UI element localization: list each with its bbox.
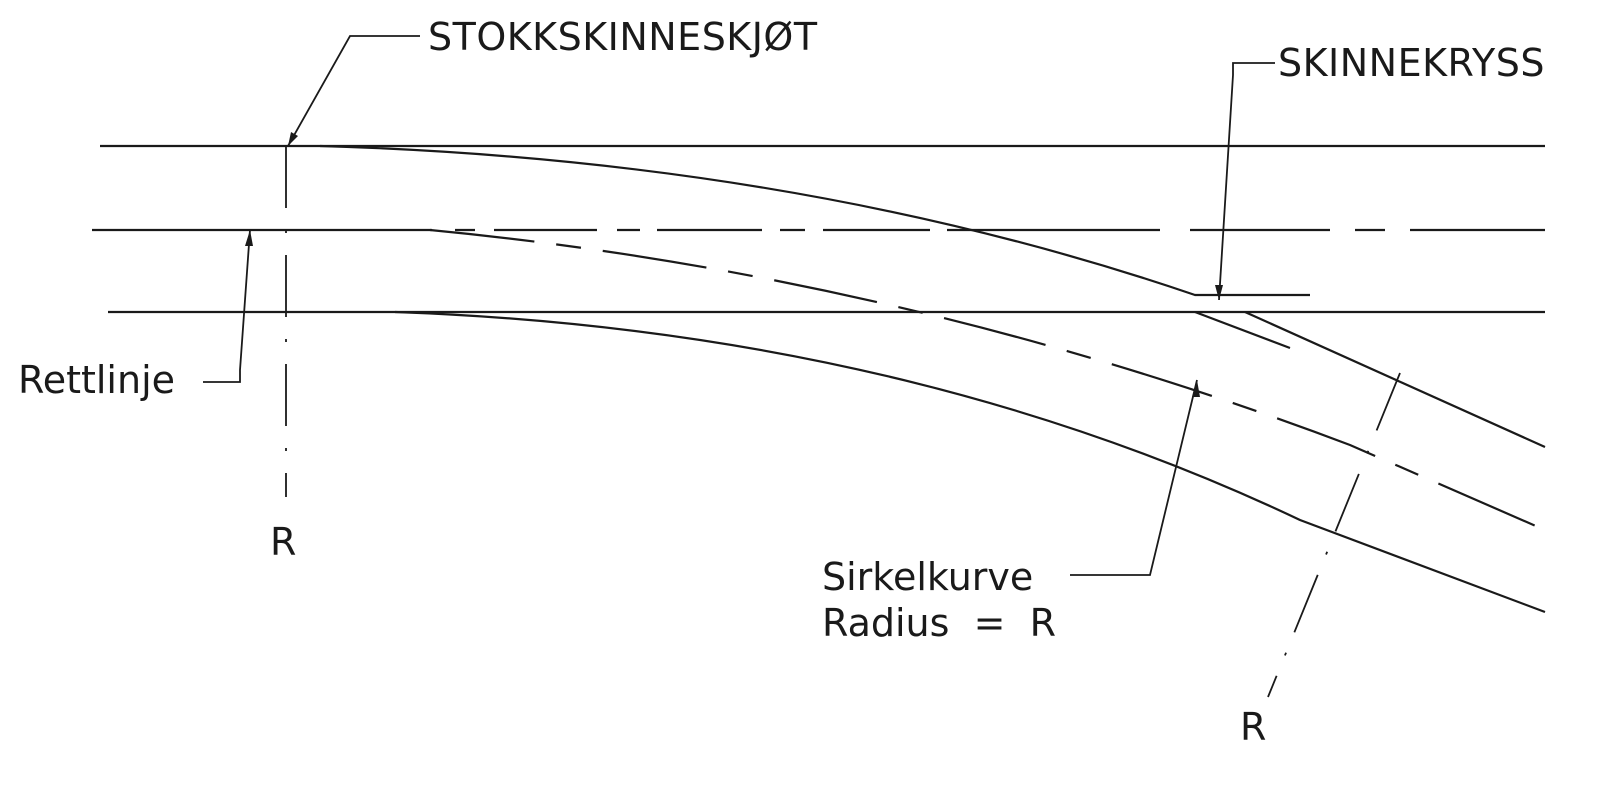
diverging-outer-rail — [319, 144, 1310, 297]
circular-curve-label-line1: Sirkelkurve — [822, 555, 1033, 599]
diverging-inner-rail — [394, 310, 1546, 614]
frog-leader — [1215, 62, 1275, 301]
circular-curve-label-line2: Radius = R — [822, 601, 1056, 645]
radius-label-right: R — [1240, 705, 1266, 749]
straight-line-leader — [203, 229, 253, 383]
diverging-centerline — [429, 228, 1546, 532]
radius-line-right — [1267, 372, 1401, 698]
radius-label-left: R — [270, 520, 296, 564]
stock-rail-joint-label: STOKKSKINNESKJØT — [428, 15, 818, 59]
frog-label: SKINNEKRYSS — [1278, 41, 1545, 85]
diverging-outer-rail-continuation — [1244, 310, 1546, 449]
circular-curve-leader — [1070, 379, 1200, 576]
stock-rail-joint-leader — [287, 35, 420, 147]
straight-line-label: Rettlinje — [18, 358, 175, 402]
frog-wing-rail — [1194, 310, 1291, 350]
